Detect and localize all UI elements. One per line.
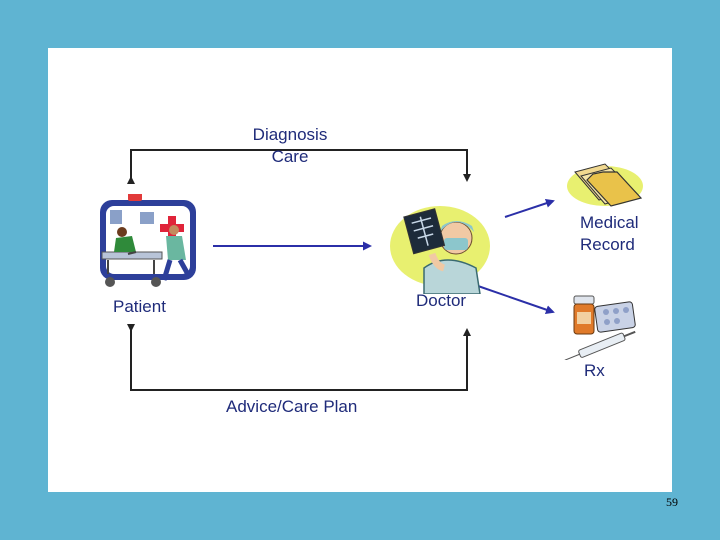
- medical-record-label: Medical Record: [580, 212, 639, 256]
- care-text: Care: [271, 147, 309, 166]
- record-text: Record: [580, 235, 635, 254]
- rx-label: Rx: [584, 361, 605, 380]
- page-number: 59: [666, 495, 678, 509]
- medical-text: Medical: [580, 213, 639, 232]
- doctor-to-rx-arrow: [477, 285, 555, 314]
- patient-label: Patient: [113, 297, 166, 316]
- ambulance-stretcher-icon: [100, 194, 196, 287]
- folders-icon: [567, 163, 643, 207]
- advice-care-plan-arrow: [127, 324, 471, 391]
- diagnosis-care-label: Diagnosis Care: [230, 124, 350, 168]
- doctor-label: Doctor: [416, 291, 467, 310]
- doctor-to-record-arrow: [504, 198, 555, 218]
- diagnosis-care-arrow: [127, 149, 471, 184]
- doctor-xray-icon: [390, 206, 490, 294]
- diagnosis-text: Diagnosis: [252, 125, 328, 144]
- advice-care-plan-label: Advice/Care Plan: [226, 397, 358, 416]
- medicine-syringe-icon: [564, 295, 636, 360]
